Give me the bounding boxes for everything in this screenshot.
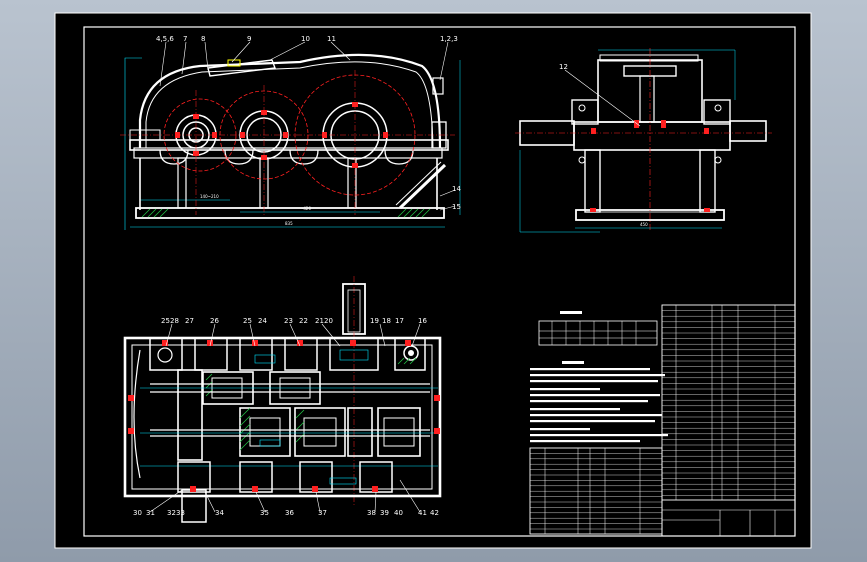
part-number-label: 38 [367,509,376,517]
tables-area [529,304,796,537]
svg-text:140~210: 140~210 [200,194,219,199]
part-number-label: 21 [315,317,324,325]
part-number-label: 15 [452,203,461,211]
part-number-label: 20 [324,317,333,325]
part-number-label: 1,2,3 [440,35,458,43]
part-number-label: 9 [247,35,251,43]
part-number-label: 8 [201,35,205,43]
part-number-label: 14 [452,185,461,193]
part-number-label: 41 [418,509,427,517]
part-number-label: 10 [301,35,310,43]
plan-view: 2528272625242322212019181716303132333435… [123,276,442,523]
part-number-label: 26 [210,317,219,325]
part-number-label: 37 [318,509,327,517]
inner-frame [83,26,796,537]
part-number-label: 35 [260,509,269,517]
part-number-label: 16 [418,317,427,325]
front-view: 835 ~420 140~210 [120,35,461,230]
tech-spec-table [538,311,658,346]
part-number-label: 18 [382,317,391,325]
part-number-label: 23 [284,317,293,325]
part-number-label: 40 [394,509,403,517]
part-number-label: 30 [133,509,142,517]
part-number-label: 39 [380,509,389,517]
part-number-label: 36 [285,509,294,517]
part-number-label: 11 [327,35,336,43]
part-number-label: 7 [183,35,187,43]
part-number-label: 4,5,6 [156,35,174,43]
part-number-label: 33 [176,509,185,517]
part-number-label: 19 [370,317,379,325]
part-number-label: 24 [258,317,267,325]
part-number-label: 27 [185,317,194,325]
part-number-label: 32 [167,509,176,517]
svg-text:835: 835 [285,221,293,226]
title-block [661,499,796,537]
outer-frame [54,12,812,549]
part-number-label: 25 [243,317,252,325]
part-number-label: 31 [146,509,155,517]
side-view: 450 12 [515,48,772,233]
part-number-label: 22 [299,317,308,325]
part-number-label: 17 [395,317,404,325]
part-number-label: 42 [430,509,439,517]
tech-notes [530,361,668,443]
part-number-label: 12 [559,63,568,71]
svg-text:450: 450 [640,222,648,227]
part-number-label: 34 [215,509,224,517]
part-number-label: 28 [170,317,179,325]
part-number-label: 25 [161,317,170,325]
